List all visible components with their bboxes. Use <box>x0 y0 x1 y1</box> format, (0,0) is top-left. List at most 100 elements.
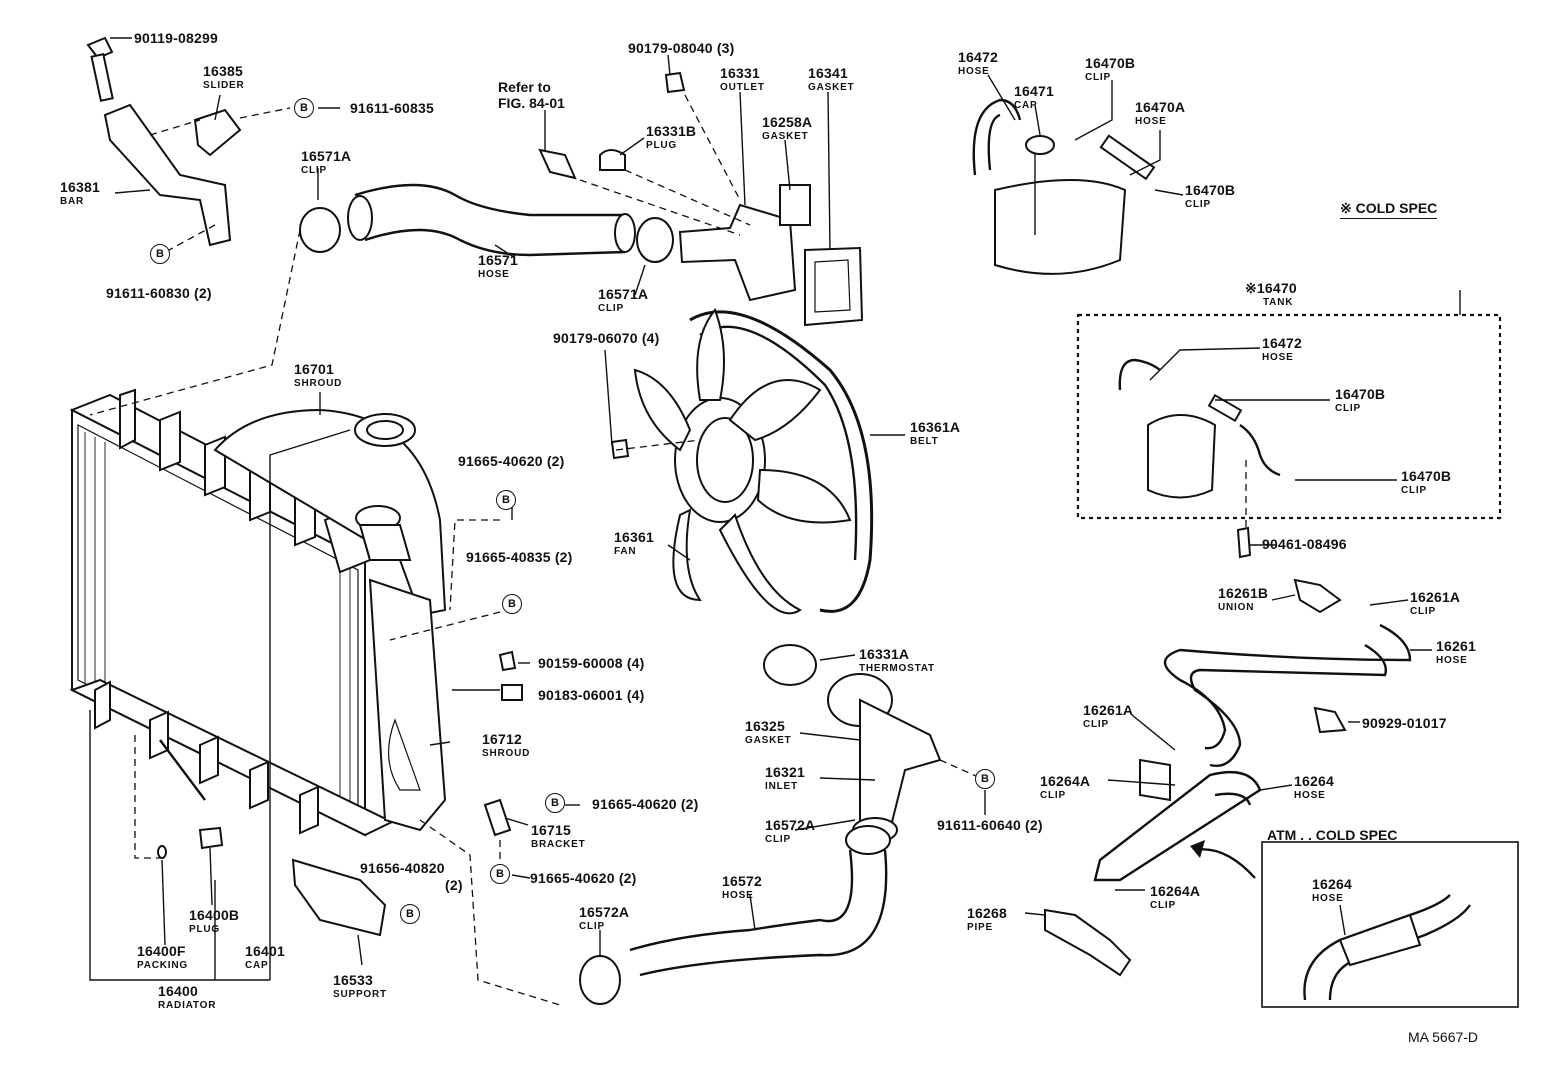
callout-90119-08299: 90119-08299 <box>134 31 218 47</box>
part-name: HOSE <box>1436 655 1468 666</box>
part-number: Refer to <box>498 79 551 95</box>
part-number: 16331B <box>646 123 697 139</box>
part-name: CAP <box>1014 100 1038 111</box>
part-number: 16401 <box>245 943 285 959</box>
part-name: CLIP <box>1083 719 1109 730</box>
part-number: 90159-60008 (4) <box>538 655 645 671</box>
callout-91611-60830: 91611-60830 (2) <box>106 286 212 302</box>
part-number: 91665-40620 (2) <box>458 453 565 469</box>
part-number: 16470B <box>1185 182 1236 198</box>
part-number: 16712 <box>482 731 522 747</box>
part-name: INLET <box>765 781 798 792</box>
part-number: 16571A <box>598 286 649 302</box>
heater-hose-illustration <box>1044 578 1412 977</box>
part-number: ※16470 <box>1245 280 1297 296</box>
part-name: PLUG <box>646 140 677 151</box>
part-name: CLIP <box>1185 199 1211 210</box>
part-name: UNION <box>1218 602 1255 613</box>
atm-cold-spec-note: ATM . . COLD SPEC <box>1267 828 1397 844</box>
part-name: OUTLET <box>720 82 765 93</box>
part-number: 16264A <box>1040 773 1091 789</box>
part-number: 16533 <box>333 972 373 988</box>
part-number: 16264 <box>1312 876 1352 892</box>
part-number: 16572 <box>722 873 762 889</box>
part-number: 16715 <box>531 822 571 838</box>
callout-90179-08040: 90179-08040 (3) <box>628 41 735 57</box>
part-name: RADIATOR <box>158 1000 217 1011</box>
part-name: CLIP <box>765 834 791 845</box>
callout-91665-40835: 91665-40835 (2) <box>466 550 573 566</box>
part-name: FAN <box>614 546 637 557</box>
small-fittings-illustration <box>157 438 1252 937</box>
part-name: HOSE <box>1135 116 1167 127</box>
part-number: 16361 <box>614 529 654 545</box>
part-number: 91665-40835 (2) <box>466 549 573 565</box>
b-badge: B <box>502 594 522 614</box>
part-number: 16264 <box>1294 773 1334 789</box>
callout-91656-40820: 91656-40820 <box>360 861 445 877</box>
part-name: CAP <box>245 960 269 971</box>
part-name: CLIP <box>1335 403 1361 414</box>
callout-90159-60008: 90159-60008 (4) <box>538 656 645 672</box>
part-number: 16385 <box>203 63 243 79</box>
part-number: (2) <box>445 877 463 893</box>
part-name: GASKET <box>808 82 855 93</box>
part-number: 91665-40620 (2) <box>592 796 699 812</box>
cold-spec-tank-illustration <box>1076 313 1502 520</box>
callout-90929-01017: 90929-01017 <box>1362 716 1447 732</box>
part-number: 90179-08040 (3) <box>628 40 735 56</box>
part-name: SUPPORT <box>333 989 387 1000</box>
lower-shroud-illustration <box>368 578 447 832</box>
lower-hose-illustration <box>579 825 891 1005</box>
part-number: 16261A <box>1410 589 1461 605</box>
part-number: 90179-06070 (4) <box>553 330 660 346</box>
part-number: 16572A <box>579 904 630 920</box>
b-badge: B <box>545 793 565 813</box>
part-number: ATM . . COLD SPEC <box>1267 827 1398 843</box>
part-number: 91665-40620 (2) <box>530 870 637 886</box>
part-number: 91611-60640 (2) <box>937 817 1043 833</box>
part-number: 16472 <box>958 49 998 65</box>
part-number: 16331 <box>720 65 760 81</box>
part-number: 16701 <box>294 361 334 377</box>
b-badge: B <box>490 864 510 884</box>
part-number: 16470B <box>1401 468 1452 484</box>
part-number: 91611-60830 (2) <box>106 285 212 301</box>
part-number: 16471 <box>1014 83 1054 99</box>
part-name: SHROUD <box>294 378 343 389</box>
upper-hose-illustration <box>299 183 674 263</box>
b-badge: B <box>150 244 170 264</box>
part-name: HOSE <box>1262 352 1294 363</box>
part-name: HOSE <box>1294 790 1326 801</box>
part-name: CLIP <box>1085 72 1111 83</box>
callout-90183-06001: 90183-06001 (4) <box>538 688 645 704</box>
part-name: HOSE <box>1312 893 1344 904</box>
part-number: 16400B <box>189 907 240 923</box>
upper-shroud-illustration <box>213 408 447 617</box>
part-number: 16571 <box>478 252 518 268</box>
inlet-illustration <box>763 644 942 843</box>
part-number: 16261A <box>1083 702 1134 718</box>
